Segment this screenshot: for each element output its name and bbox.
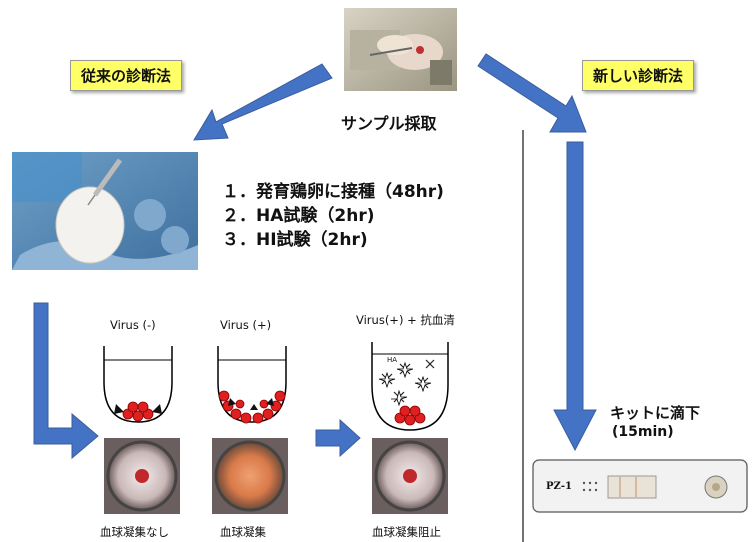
kit-strip-label: PZ-1 xyxy=(546,481,572,492)
tube-positive xyxy=(217,346,287,424)
new-method-label: 新しい診断法 xyxy=(582,60,695,91)
flow-arrows xyxy=(33,53,597,460)
kit-drop-label: キットに滴下 xyxy=(610,404,701,422)
well-inhibition xyxy=(372,438,448,514)
well-no-agglutination xyxy=(104,438,180,514)
result-no-agglutination: 血球凝集なし xyxy=(100,525,169,539)
result-inhibition: 血球凝集阻止 xyxy=(372,525,441,539)
traditional-method-label: 従来の診断法 xyxy=(70,60,183,91)
test-kit xyxy=(532,459,748,513)
tube-positive-label: Virus (+) xyxy=(220,318,272,332)
sampling-photo xyxy=(344,8,457,91)
egg-injection-photo xyxy=(12,152,198,270)
traditional-steps: １．発育鶏卵に接種（48hr) ２．HA試験（2hr) ３．HI試験（2hr) xyxy=(222,180,444,252)
tube-antiserum-label: Virus(+) + 抗血清 xyxy=(356,313,455,327)
step-2: ２．HA試験（2hr) xyxy=(222,206,375,226)
step-1: １．発育鶏卵に接種（48hr) xyxy=(222,182,444,202)
sample-collection-label: サンプル採取 xyxy=(341,114,437,133)
step-3: ３．HI試験（2hr) xyxy=(222,230,368,250)
result-agglutination: 血球凝集 xyxy=(220,525,266,539)
ha-label: HA xyxy=(387,356,398,364)
tube-negative-label: Virus (-) xyxy=(110,318,156,332)
kit-time-label: (15min) xyxy=(612,424,674,440)
tube-negative xyxy=(103,346,173,423)
tube-antiserum xyxy=(371,342,449,431)
well-agglutination xyxy=(212,438,288,514)
